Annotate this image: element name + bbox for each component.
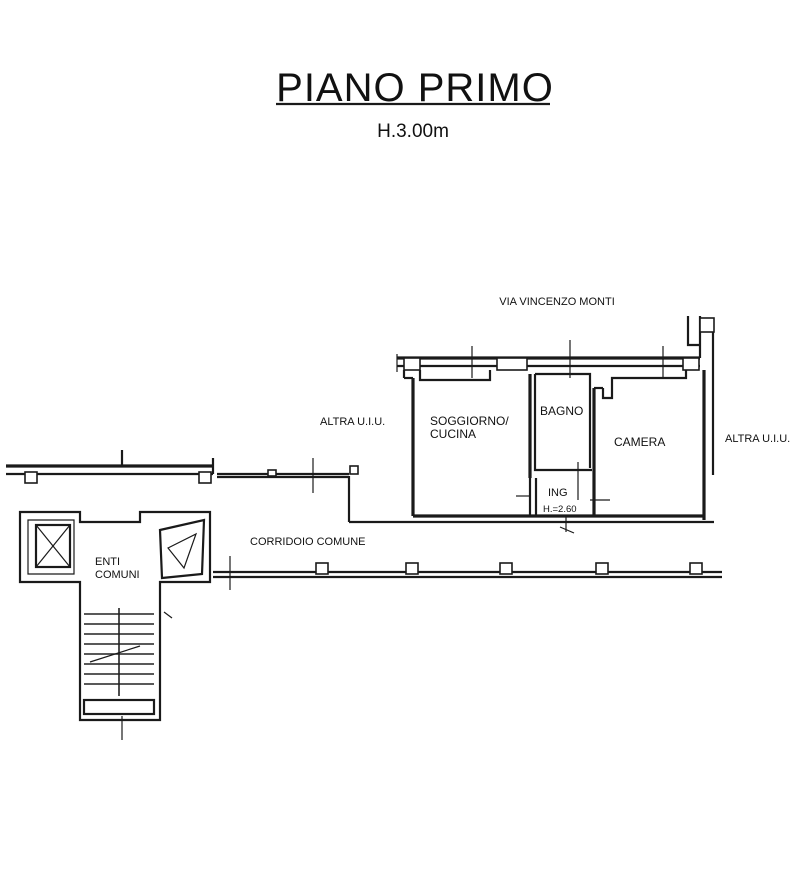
apartment-walls: [347, 316, 715, 524]
label-adjacent-right: ALTRA U.I.U.: [725, 433, 790, 445]
staircase: [82, 608, 156, 716]
corridor-walls: [213, 556, 722, 590]
common-label-line1: ENTI: [95, 556, 120, 568]
room-label-ingresso: ING: [548, 487, 568, 499]
room-label-camera: CAMERA: [614, 435, 665, 449]
stair-core-walls: [18, 510, 212, 740]
room-label-bagno: BAGNO: [540, 404, 583, 418]
room-label-cucina: CUCINA: [430, 427, 476, 441]
ceiling-height: H.3.00m: [377, 121, 449, 142]
street-label: VIA VINCENZO MONTI: [499, 296, 615, 308]
room-label-soggiorno: SOGGIORNO/: [430, 414, 509, 428]
label-adjacent-left: ALTRA U.I.U.: [320, 416, 385, 428]
corridor-label: CORRIDOIO COMUNE: [250, 536, 366, 548]
elevator-shaft: [34, 523, 72, 569]
internal-walls: [418, 370, 688, 534]
left-building-walls: [6, 450, 359, 493]
common-label-line2: COMUNI: [95, 569, 140, 581]
ingresso-height: H.=2.60: [543, 504, 577, 515]
plan-title: PIANO PRIMO: [276, 66, 554, 110]
